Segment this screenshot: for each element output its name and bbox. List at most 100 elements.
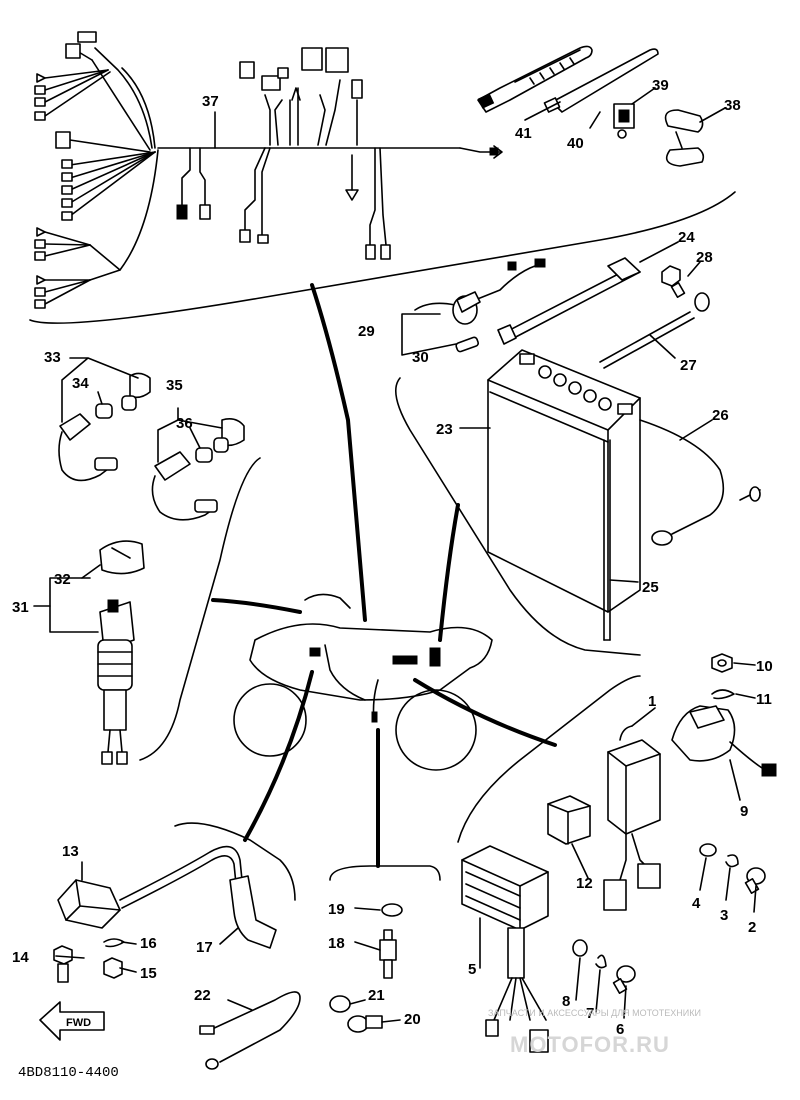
starter-relay-29[interactable]: [414, 258, 546, 325]
callout-4: 4: [692, 895, 701, 912]
callout-6: 6: [616, 1021, 624, 1038]
callout-25: 25: [642, 579, 659, 596]
harness-section-border: [29, 191, 736, 324]
spring-washer-11[interactable]: [711, 689, 735, 700]
callout-36: 36: [176, 415, 193, 432]
minus-lead-26[interactable]: [639, 419, 761, 546]
cdi-unit-1[interactable]: [603, 725, 661, 911]
callout-38: 38: [724, 97, 741, 114]
callout-32: 32: [54, 571, 71, 588]
callout-31: 31: [12, 599, 29, 616]
callout-29: 29: [358, 323, 375, 340]
callout-41: 41: [515, 125, 532, 142]
nut-10[interactable]: [711, 653, 733, 673]
screw-20[interactable]: [347, 1015, 383, 1033]
washer-19[interactable]: [381, 903, 403, 917]
callout-labels: 37 41 40 39 38 24 28 29 30 27 23 26 25 3…: [12, 77, 773, 1038]
callout-22: 22: [194, 987, 211, 1004]
callout-7: 7: [586, 1005, 594, 1022]
pointer-harness: [310, 283, 367, 622]
pointer-electrics: [413, 678, 557, 747]
clamp-39[interactable]: [613, 103, 635, 139]
callout-18: 18: [328, 935, 345, 952]
callout-12: 12: [576, 875, 593, 892]
callout-39: 39: [652, 77, 669, 94]
washer-4[interactable]: [699, 843, 717, 857]
pointer-coil: [243, 670, 314, 842]
cap-36[interactable]: [195, 447, 213, 463]
callout-8: 8: [562, 993, 570, 1010]
callout-17: 17: [196, 939, 213, 956]
callout-5: 5: [468, 961, 476, 978]
plug-cap-17[interactable]: [229, 875, 277, 949]
lead-assy-35[interactable]: [151, 418, 245, 521]
callout-26: 26: [712, 407, 729, 424]
spring-washer-7[interactable]: [595, 954, 607, 969]
callout-3: 3: [720, 907, 728, 924]
leads-section-border: [139, 457, 261, 761]
callout-33: 33: [44, 349, 61, 366]
diagram-code: 4BD8110-4400: [18, 1065, 119, 1081]
washer-21[interactable]: [329, 995, 351, 1013]
spring-washer-3[interactable]: [725, 854, 739, 868]
fwd-label: FWD: [66, 1017, 91, 1029]
battery-section-border: [394, 377, 641, 656]
callout-19: 19: [328, 901, 345, 918]
fuse-30[interactable]: [455, 336, 480, 353]
callout-27: 27: [680, 357, 697, 374]
callout-21: 21: [368, 987, 385, 1004]
cable-tie-40[interactable]: [543, 48, 659, 113]
main-switch-31[interactable]: [97, 599, 135, 765]
coil-section-border: [174, 822, 296, 901]
callout-28: 28: [696, 249, 713, 266]
callout-23: 23: [436, 421, 453, 438]
callout-37: 37: [202, 93, 219, 110]
clamp-38[interactable]: [664, 109, 705, 167]
cap-34[interactable]: [95, 403, 113, 419]
forward-arrow: FWD: [39, 1001, 105, 1041]
callout-11: 11: [756, 691, 772, 708]
callout-9: 9: [740, 803, 748, 820]
callout-40: 40: [567, 135, 584, 152]
motorcycle-silhouette: [233, 593, 493, 771]
screw-6[interactable]: [612, 965, 636, 994]
starter-relay-9[interactable]: [671, 705, 777, 777]
callout-30: 30: [412, 349, 429, 366]
callout-34: 34: [72, 375, 89, 392]
spring-washer-16[interactable]: [103, 938, 125, 948]
battery-band-24[interactable]: [497, 257, 641, 345]
bolt-14[interactable]: [53, 945, 73, 983]
cable-band-41[interactable]: [477, 45, 593, 113]
callout-16: 16: [140, 935, 157, 952]
leader-lines: [33, 87, 757, 1023]
callout-15: 15: [140, 965, 157, 982]
spark-plug-18[interactable]: [379, 929, 397, 979]
ignition-coil-13[interactable]: [57, 845, 243, 929]
bolt-28[interactable]: [661, 265, 686, 298]
callout-2: 2: [748, 919, 756, 936]
callout-24: 24: [678, 229, 695, 246]
callout-20: 20: [404, 1011, 421, 1028]
callout-35: 35: [166, 377, 183, 394]
battery-lead-27[interactable]: [599, 292, 710, 369]
electrics-section-border: [457, 675, 641, 843]
watermark-text: ЗАПЧАСТИ И АКСЕССУАРЫ ДЛЯ МОТОТЕХНИКИ: [488, 1008, 701, 1018]
breather-pipe-25[interactable]: [603, 439, 611, 641]
wire-harness-37[interactable]: [34, 31, 503, 309]
callout-14: 14: [12, 949, 29, 966]
plug-section-border: [329, 865, 441, 881]
callout-13: 13: [62, 843, 79, 860]
washer-8[interactable]: [572, 939, 588, 957]
rectifier-regulator-5[interactable]: [461, 845, 549, 1053]
relay-12[interactable]: [547, 795, 591, 845]
lead-assy-33[interactable]: [58, 372, 151, 482]
nut-15[interactable]: [103, 957, 123, 979]
pointer-leads: [211, 598, 302, 614]
main-switch-knob-32[interactable]: [99, 540, 145, 575]
callout-1: 1: [648, 693, 656, 710]
lead-wire-22[interactable]: [199, 991, 301, 1070]
battery-23[interactable]: [487, 349, 641, 613]
pointer-battery: [438, 503, 460, 642]
